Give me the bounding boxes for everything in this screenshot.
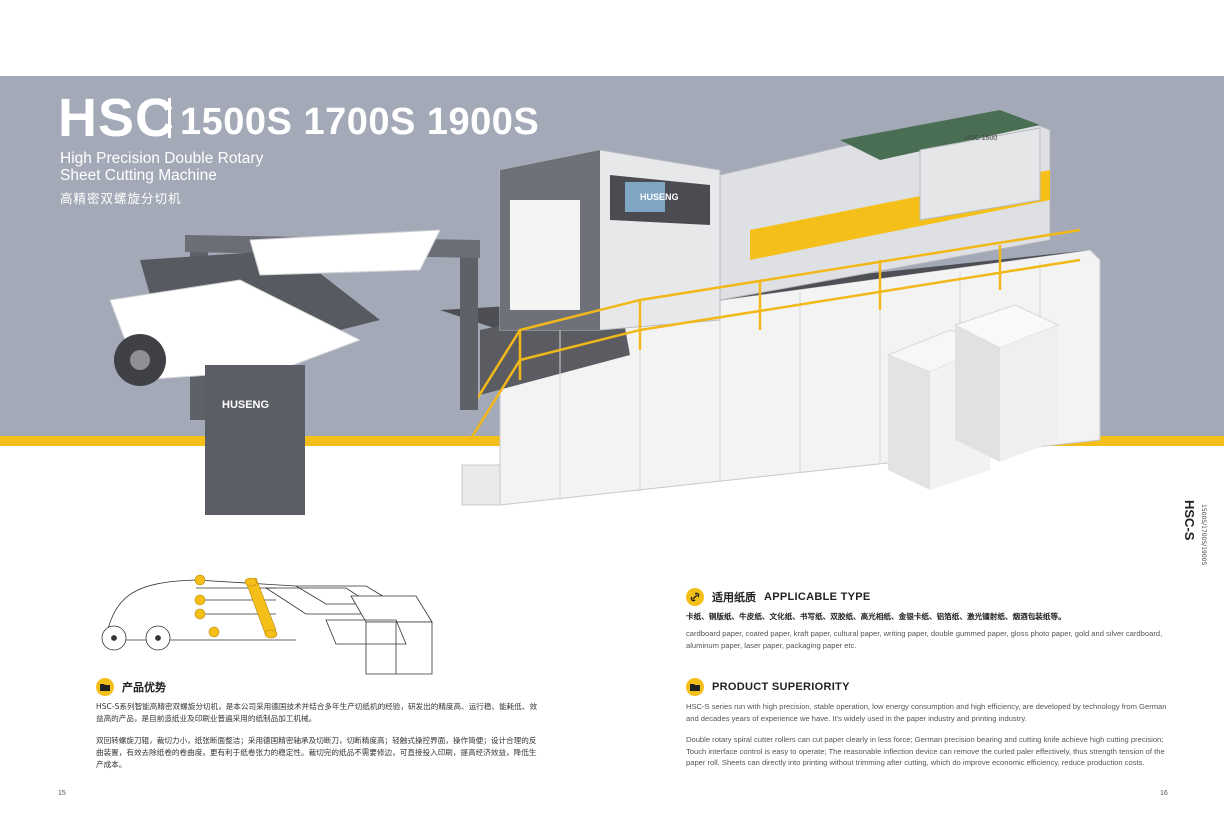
advantage-title: 产品优势 <box>122 681 166 694</box>
advantage-para-2: 双回转螺旋刀辊，裁切力小，纸张断面整洁；采用德国精密轴承及切断刀，切断精度高；轻… <box>96 736 537 769</box>
cutting-process-diagram <box>101 574 433 675</box>
applicable-list-cn: 卡纸、铜版纸、牛皮纸、文化纸、书写纸、双胶纸、高光相纸、金银卡纸、铝箔纸、激光镭… <box>686 612 1066 621</box>
model-list: 1500S 1700S 1900S <box>180 101 540 143</box>
product-subtitle: High Precision Double Rotary Sheet Cutti… <box>60 150 263 184</box>
stair-block <box>461 464 501 506</box>
superiority-para-2: Double rotary spiral cutter rollers can … <box>686 735 1165 767</box>
applicable-title-cn: 适用纸质 <box>712 591 756 604</box>
page-number-left: 15 <box>58 790 66 797</box>
advantage-header: 产品优势 <box>96 678 166 696</box>
roll-stand-logo: HUSENG <box>222 399 269 411</box>
product-subtitle-cn: 高精密双螺旋分切机 <box>60 191 182 206</box>
folder-icon <box>686 678 704 696</box>
cutter-logo: HUSENG <box>640 192 679 202</box>
safety-railing <box>468 228 1081 441</box>
superiority-header: PRODUCT SUPERIORITY <box>686 678 850 696</box>
paper-stacks <box>886 304 1060 490</box>
machine-badge: HSC 1500 <box>965 135 997 142</box>
brand-title: HSC <box>58 88 176 148</box>
machine-illustration: HUSENG HSC 1500 HUSENG <box>109 109 1101 515</box>
title-separator <box>168 98 171 138</box>
applicable-header: 适用纸质 APPLICABLE TYPE <box>686 588 871 606</box>
advantage-para-1: HSC-S系列智能高精密双螺旋分切机，是本公司采用德国技术并结合多年生产切纸机的… <box>96 702 538 723</box>
link-icon <box>686 588 704 606</box>
stacker-box <box>919 127 1041 221</box>
page-number-right: 16 <box>1160 790 1168 797</box>
roll-stand: HUSENG <box>109 229 480 515</box>
touch-screen <box>625 182 665 212</box>
applicable-title-en: APPLICABLE TYPE <box>764 591 871 603</box>
superiority-title: PRODUCT SUPERIORITY <box>712 681 850 693</box>
roll-stand-cabinet <box>205 365 305 515</box>
side-tab-title: HSC-S <box>1182 500 1197 541</box>
paper-web-in-cutter <box>510 200 580 310</box>
side-tab-models: 1500S/1700S/1900S <box>1200 504 1207 566</box>
subtitle-line-2: Sheet Cutting Machine <box>60 167 217 184</box>
side-tab: HSC-S 1500S/1700S/1900S <box>1182 500 1212 565</box>
folder-icon <box>96 678 114 696</box>
superiority-para-1: HSC-S series run with high precision, st… <box>686 702 1167 723</box>
subtitle-line-1: High Precision Double Rotary <box>60 150 264 167</box>
conveyor-belt <box>840 110 1040 160</box>
applicable-list-en: cardboard paper, coated paper, kraft pap… <box>686 629 1163 650</box>
